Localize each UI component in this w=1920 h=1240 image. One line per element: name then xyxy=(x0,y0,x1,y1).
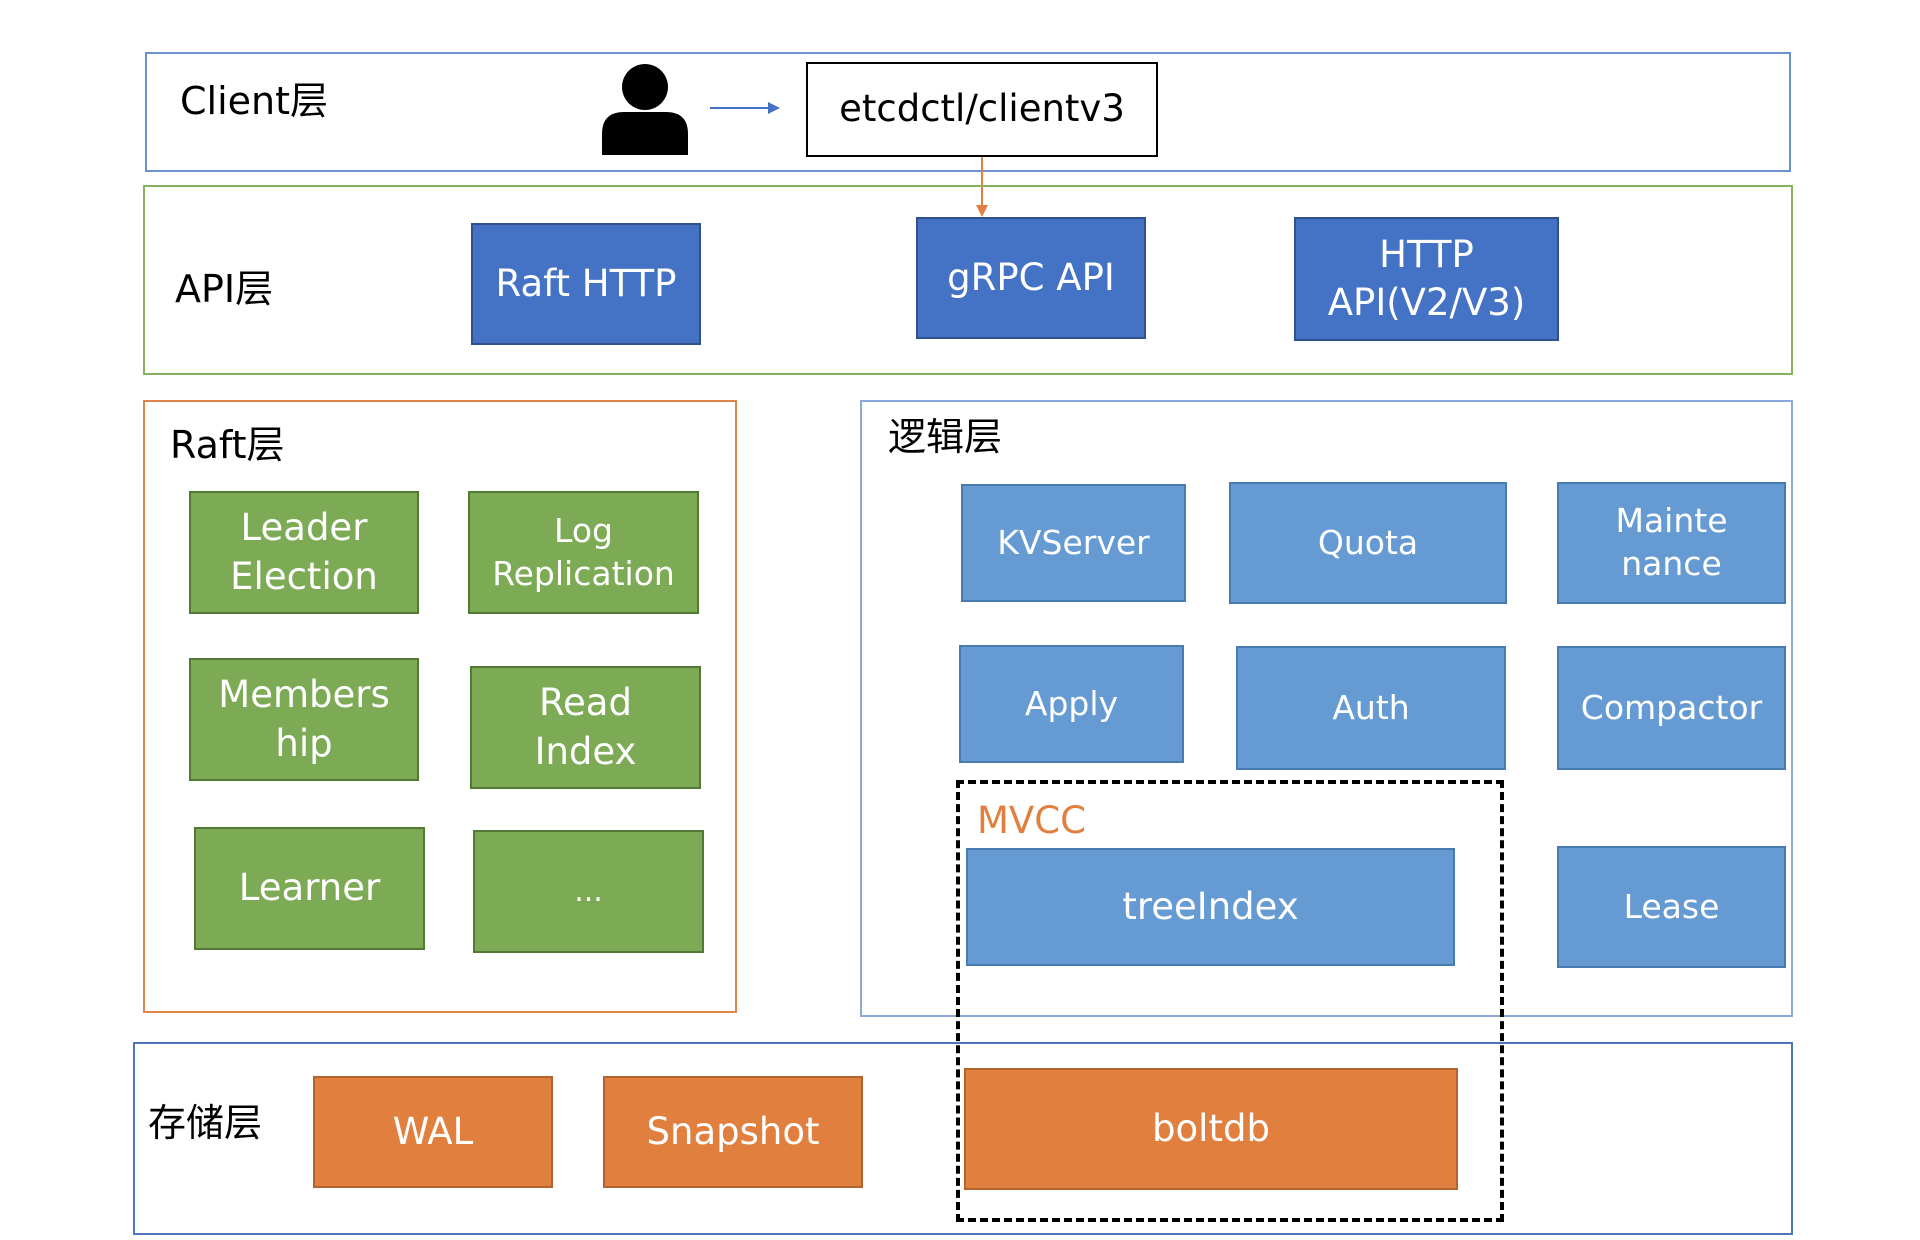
api-layer-title: API层 xyxy=(175,267,274,311)
leader-election-box: Leader Election xyxy=(189,491,419,614)
raft-http-box: Raft HTTP xyxy=(471,223,701,345)
boltdb-box: boltdb xyxy=(964,1068,1458,1190)
user-to-client-arrow xyxy=(710,102,780,114)
raft-layer xyxy=(143,400,737,1013)
raft-more-box: ... xyxy=(473,830,704,953)
storage-layer-title: 存储层 xyxy=(148,1101,263,1145)
storage-layer xyxy=(133,1042,1793,1235)
compactor-box: Compactor xyxy=(1557,646,1786,770)
client-box: etcdctl/clientv3 xyxy=(806,62,1158,157)
mvcc-label: MVCC xyxy=(977,799,1086,842)
snapshot-box: Snapshot xyxy=(603,1076,863,1188)
logic-layer-title: 逻辑层 xyxy=(888,415,1003,459)
client-layer xyxy=(145,52,1791,172)
lease-box: Lease xyxy=(1557,846,1786,968)
mvcc-boundary xyxy=(956,780,1504,1222)
http-api-box: HTTP API(V2/V3) xyxy=(1294,217,1559,341)
client-to-grpc-arrow xyxy=(976,157,988,217)
maintenance-box: Mainte nance xyxy=(1557,482,1786,604)
learner-box: Learner xyxy=(194,827,425,950)
raft-layer-title: Raft层 xyxy=(170,423,285,467)
kvserver-box: KVServer xyxy=(961,484,1186,602)
api-layer xyxy=(143,185,1793,375)
log-replication-box: Log Replication xyxy=(468,491,699,614)
membership-box: Members hip xyxy=(189,658,419,781)
read-index-box: Read Index xyxy=(470,666,701,789)
apply-box: Apply xyxy=(959,645,1184,763)
auth-box: Auth xyxy=(1236,646,1506,770)
client-layer-title: Client层 xyxy=(180,79,329,123)
wal-box: WAL xyxy=(313,1076,553,1188)
person-icon xyxy=(602,64,688,155)
treeindex-box: treeIndex xyxy=(966,848,1455,966)
grpc-api-box: gRPC API xyxy=(916,217,1146,339)
logic-layer xyxy=(860,400,1793,1017)
quota-box: Quota xyxy=(1229,482,1507,604)
